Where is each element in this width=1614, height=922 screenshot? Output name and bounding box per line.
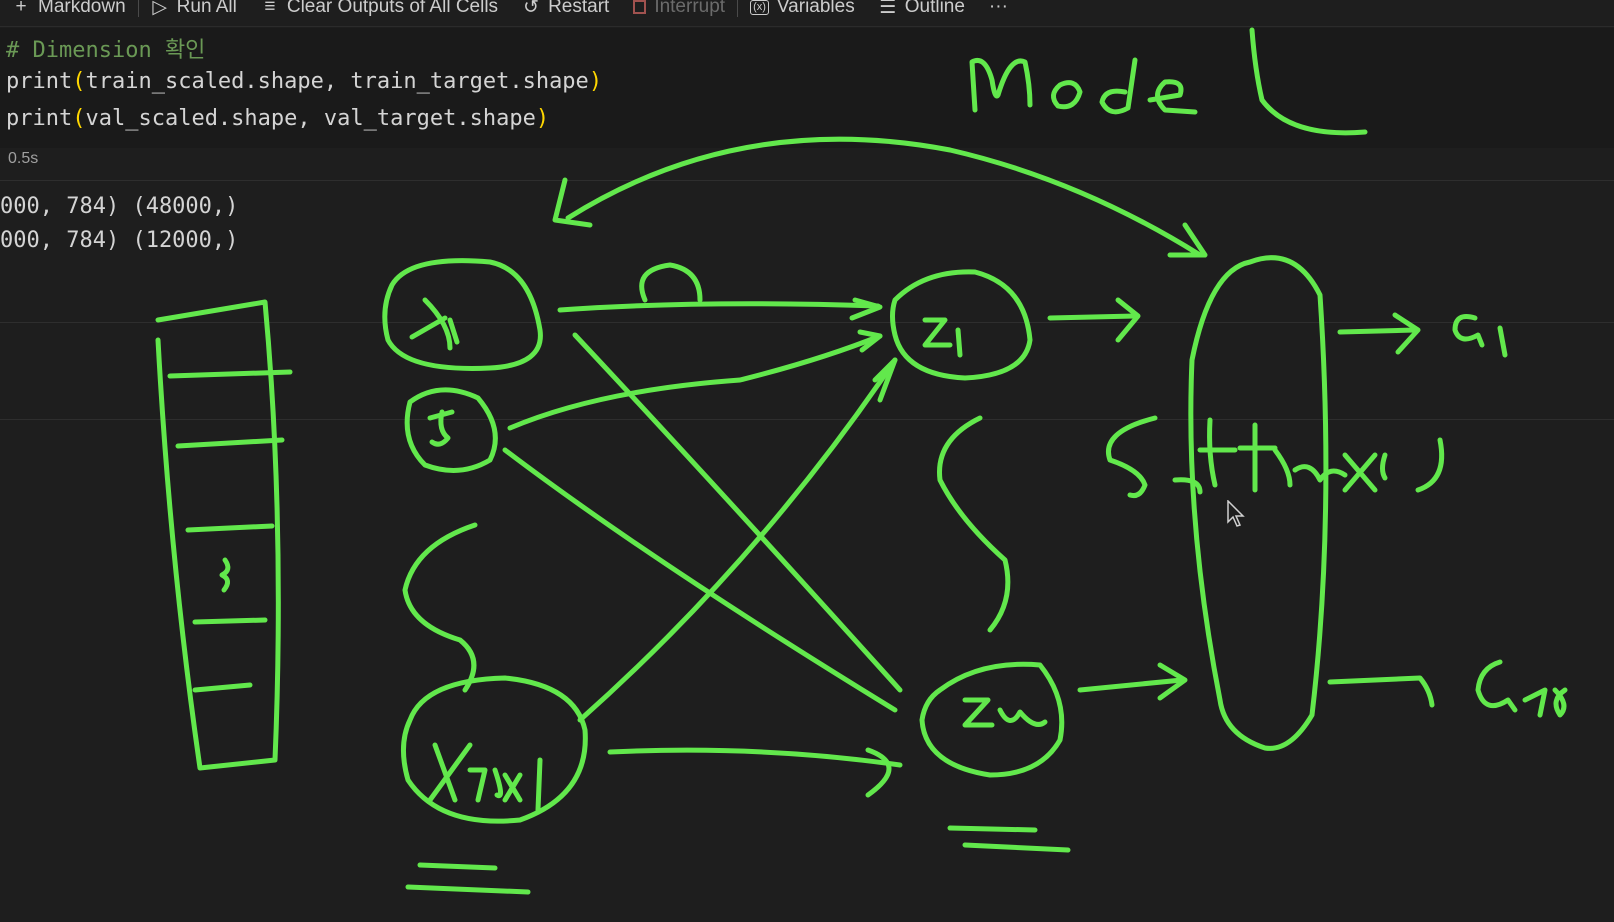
- clear-outputs-icon: ≡: [264, 0, 276, 17]
- run-all-label: Run All: [176, 0, 237, 17]
- run-all-button[interactable]: ▷ Run All: [139, 0, 249, 20]
- execution-time: 0.5s: [8, 150, 39, 167]
- play-icon: ▷: [152, 0, 167, 18]
- variables-button[interactable]: (x) Variables: [738, 0, 867, 20]
- clear-outputs-label: Clear Outputs of All Cells: [286, 0, 499, 17]
- code-line-1: print(train_scaled.shape, train_target.s…: [6, 69, 603, 94]
- print-keyword: print: [6, 69, 73, 94]
- variables-label: Variables: [776, 0, 855, 17]
- outline-label: Outline: [904, 0, 965, 17]
- plus-icon: +: [15, 0, 27, 17]
- print-keyword: print: [6, 106, 73, 131]
- outline-button[interactable]: ☰ Outline: [867, 0, 977, 20]
- linear-nodes: [890, 269, 1071, 853]
- restart-button[interactable]: ↺ Restart: [510, 0, 621, 20]
- outline-icon: ☰: [879, 0, 897, 18]
- more-actions-button[interactable]: ···: [977, 0, 1020, 20]
- more-icon: ···: [988, 0, 1008, 17]
- softmax-block: [1106, 255, 1445, 751]
- interrupt-label: Interrupt: [654, 0, 726, 17]
- add-markdown-button[interactable]: + Markdown: [0, 0, 138, 20]
- clear-outputs-button[interactable]: ≡ Clear Outputs of All Cells: [249, 0, 510, 20]
- output-divider: [0, 180, 1614, 181]
- code-args-1: train_scaled.shape, train_target.shape: [85, 69, 589, 94]
- connection-lines: [502, 136, 1208, 798]
- output-labels: [1327, 312, 1568, 718]
- interrupt-button[interactable]: Interrupt: [621, 0, 737, 20]
- input-vector-sketch: [155, 299, 293, 771]
- code-comment: # Dimension 확인: [6, 38, 206, 63]
- restart-icon: ↺: [523, 0, 540, 18]
- variables-icon: (x): [750, 0, 769, 15]
- restart-label: Restart: [548, 0, 610, 17]
- add-markdown-label: Markdown: [38, 0, 126, 17]
- handwritten-title-model: [969, 27, 1368, 136]
- output-line-1: 000, 784) (48000,): [0, 194, 239, 219]
- output-line-2: 000, 784) (12000,): [0, 228, 239, 253]
- toolbar-divider: [137, 0, 139, 17]
- mouse-pointer-icon: [1227, 499, 1247, 533]
- code-cell-editor[interactable]: # Dimension 확인 print(train_scaled.shape,…: [0, 28, 1614, 148]
- toolbar-divider: [737, 0, 739, 17]
- empty-cell[interactable]: [0, 322, 1614, 420]
- notebook-toolbar: + Markdown ▷ Run All ≡ Clear Outputs of …: [0, 0, 1614, 27]
- code-line-2: print(val_scaled.shape, val_target.shape…: [6, 106, 550, 131]
- stop-icon: [633, 0, 647, 14]
- input-nodes: [382, 258, 588, 895]
- code-args-2: val_scaled.shape, val_target.shape: [85, 106, 536, 131]
